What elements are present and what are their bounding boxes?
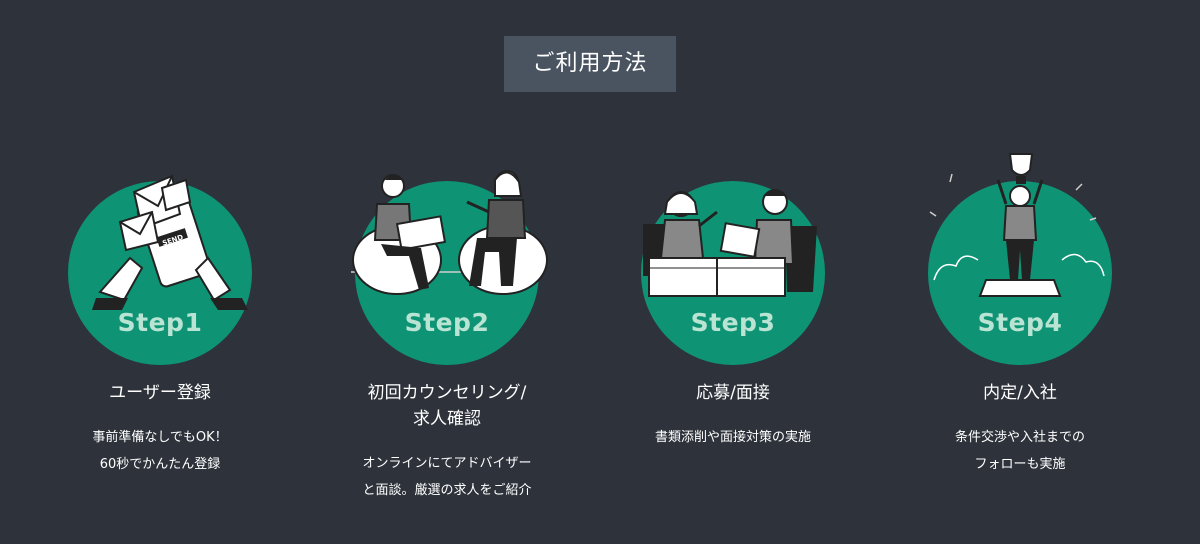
step-title: 内定/入社 <box>983 383 1057 403</box>
step-2-illustration: Step2 <box>317 140 577 366</box>
step-description: 事前準備なしでもOK！ 60秒でかんたん登録 <box>92 430 228 472</box>
step-title: ユーザー登録 <box>109 383 211 403</box>
step-2: Step2 初回カウンセリング/ 求人確認 オンラインにてアドバイザー と面談。… <box>317 140 577 504</box>
section-title: ご利用方法 <box>504 36 676 92</box>
step-label: Step1 <box>117 308 203 337</box>
step-title: 応募/面接 <box>696 383 770 403</box>
step-3-illustration: Step3 <box>603 140 863 366</box>
step-description: オンラインにてアドバイザー と面談。厳選の求人をご紹介 <box>362 456 532 498</box>
step-label: Step4 <box>977 308 1063 337</box>
step-3: Step3 応募/面接 書類添削や面接対策の実施 <box>603 140 863 451</box>
step-1: SEND Step1 ユーザー登録 事前準備なしで <box>30 140 290 478</box>
counseling-icon <box>351 170 548 365</box>
step-4: Step4 内定/入社 条件交渉や入社までの フォローも実施 <box>890 140 1150 478</box>
step-description: 条件交渉や入社までの フォローも実施 <box>954 430 1085 472</box>
step-label: Step3 <box>690 308 776 337</box>
step-title: 初回カウンセリング/ 求人確認 <box>367 383 527 429</box>
step-label: Step2 <box>404 308 490 337</box>
step-4-illustration: Step4 <box>890 140 1150 366</box>
trophy-icon <box>928 153 1112 365</box>
step-1-illustration: SEND Step1 <box>30 140 290 366</box>
interview-icon <box>641 181 825 365</box>
envelope-send-icon: SEND <box>68 174 252 365</box>
step-description: 書類添削や面接対策の実施 <box>654 430 811 445</box>
